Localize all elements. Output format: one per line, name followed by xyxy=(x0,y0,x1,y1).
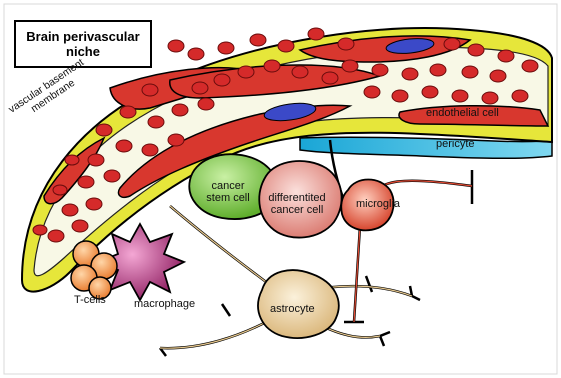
label-dcc-line2: cancer cell xyxy=(256,204,338,216)
label-csc-line2: stem cell xyxy=(198,192,258,204)
label-macrophage: macrophage xyxy=(134,298,195,310)
label-pericyte: pericyte xyxy=(436,138,475,150)
label-csc-line1: cancer xyxy=(198,180,258,192)
label-microglia: microglia xyxy=(356,198,400,210)
label-endothelial-cell: endothelial cell xyxy=(426,107,499,119)
label-cancer-stem-cell: cancer stem cell xyxy=(198,180,258,204)
label-dcc-line1: differentited xyxy=(256,192,338,204)
label-astrocyte: astrocyte xyxy=(270,303,315,315)
label-differentiated-cancer-cell: differentited cancer cell xyxy=(256,192,338,216)
label-t-cells: T-cells xyxy=(74,294,106,306)
